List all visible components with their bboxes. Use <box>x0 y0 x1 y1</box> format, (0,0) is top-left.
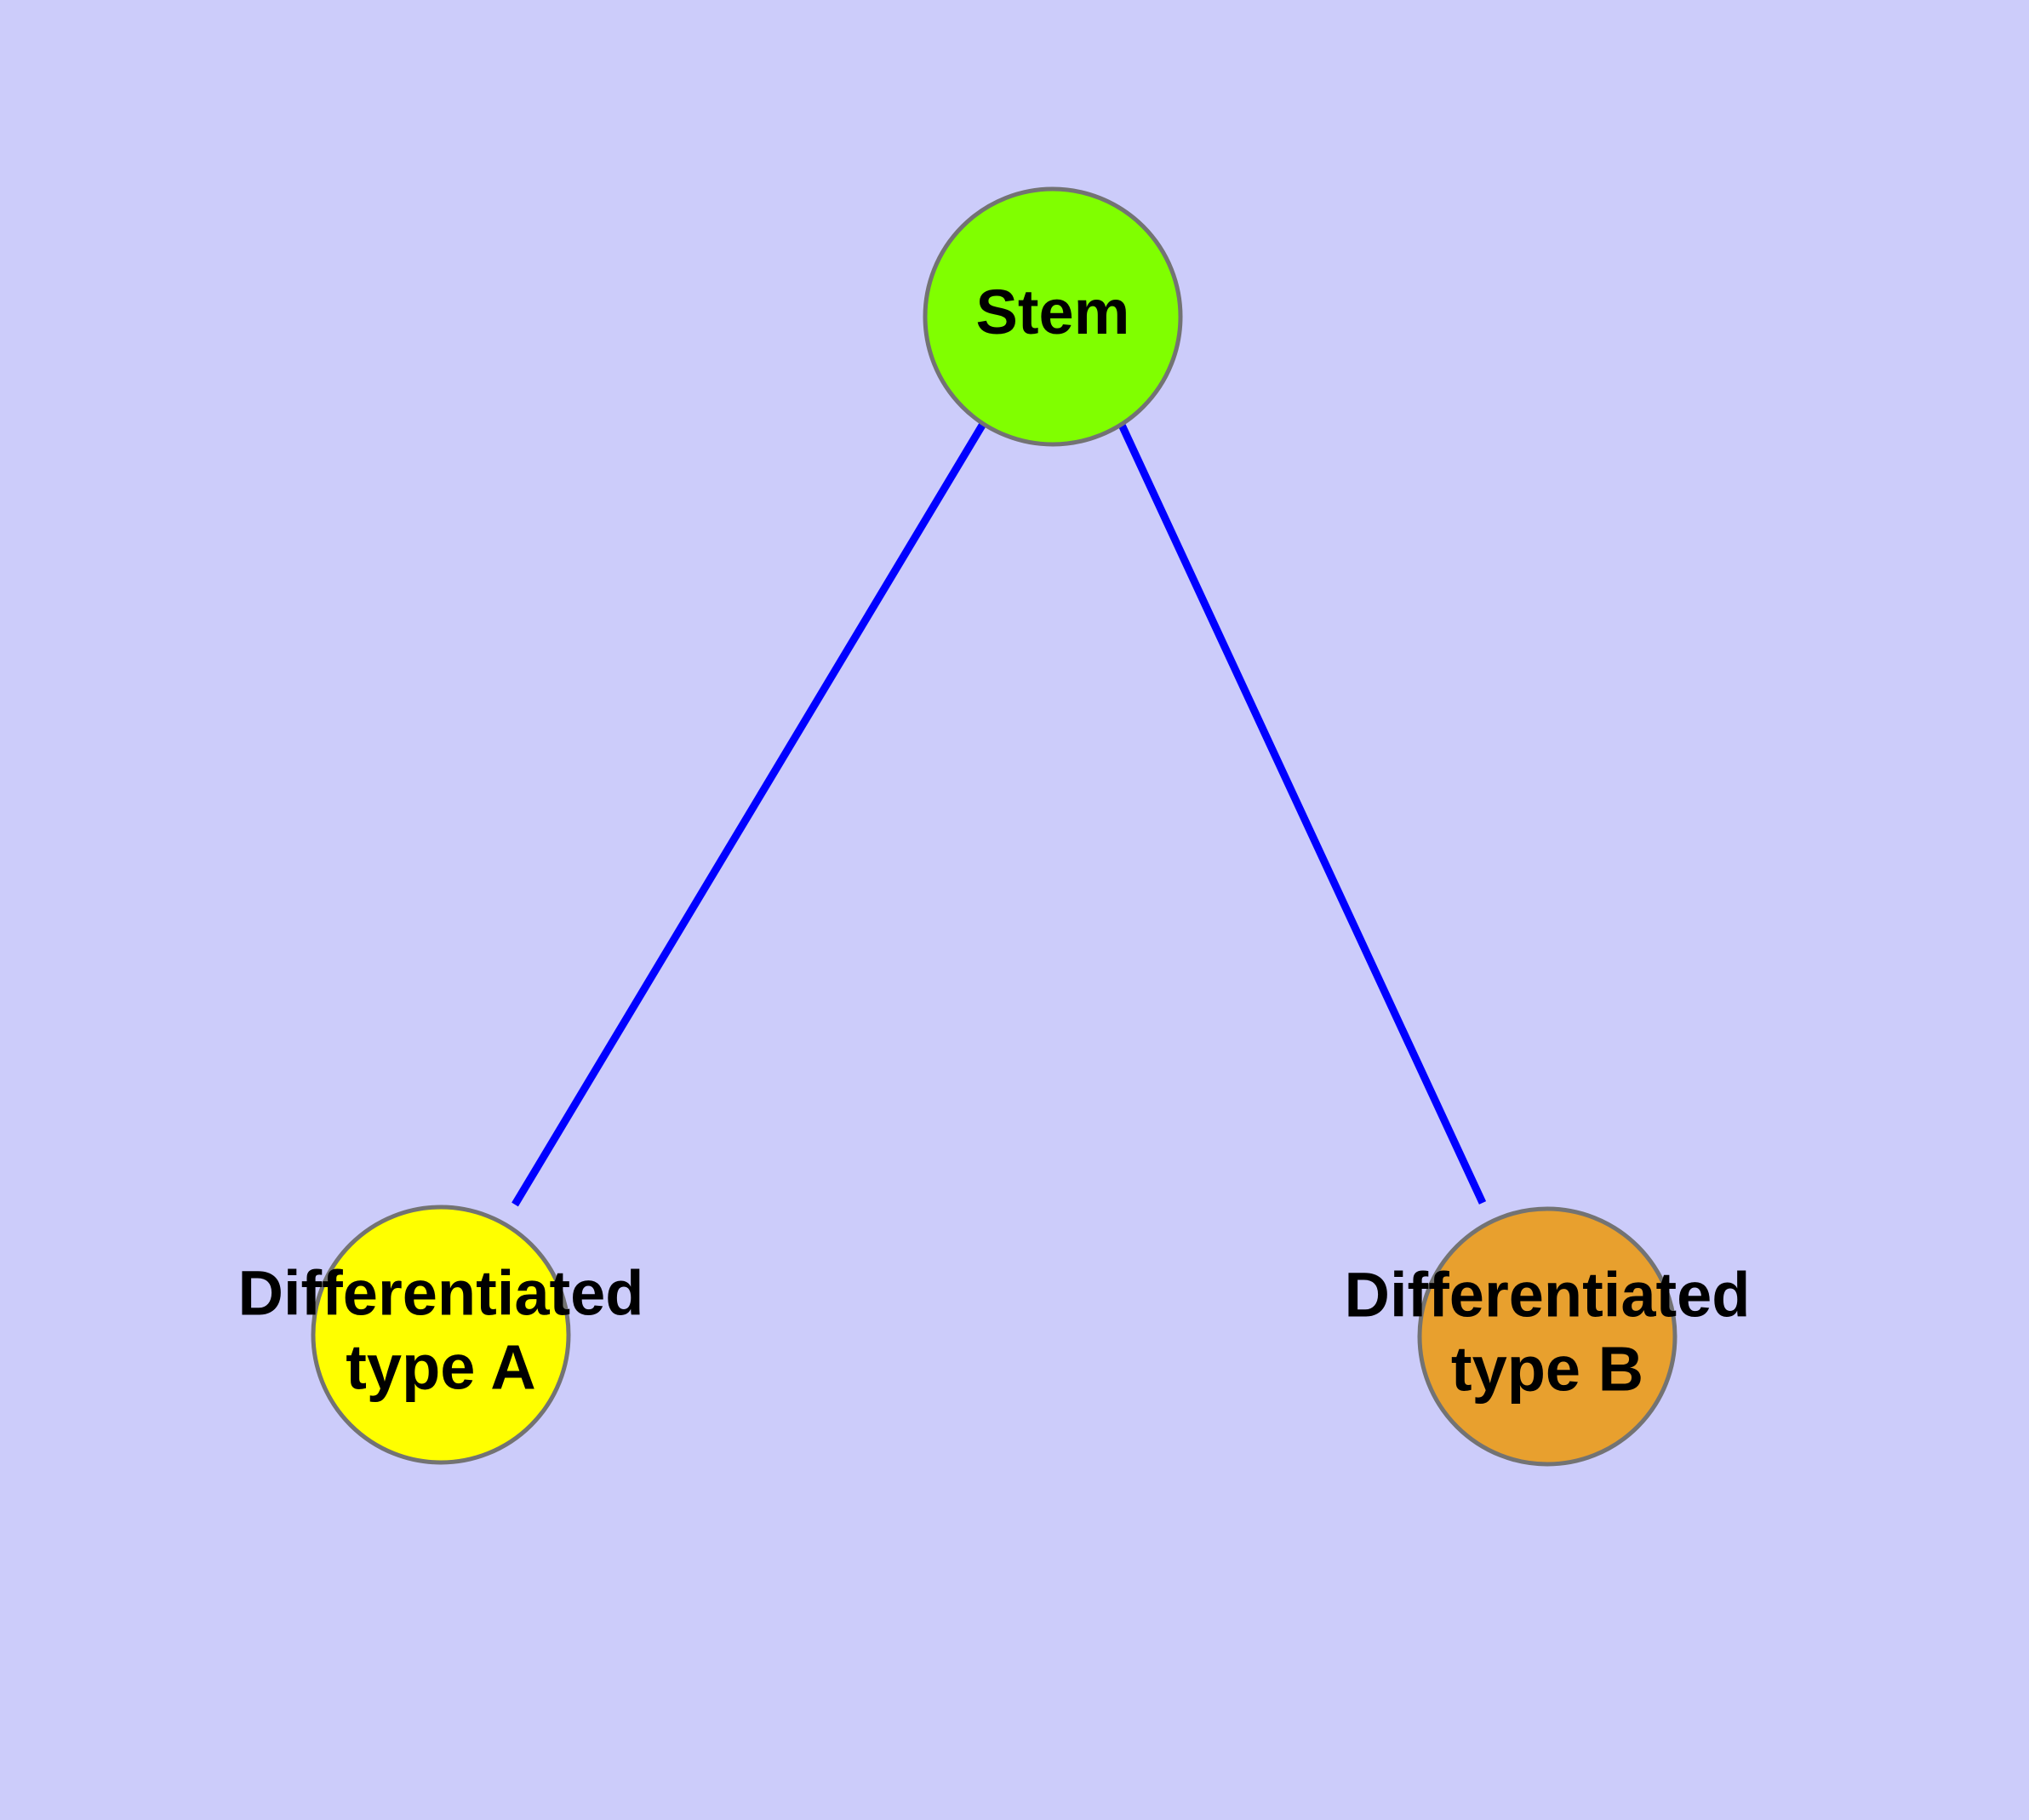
graph-node-diff_b[interactable] <box>1417 1206 1677 1467</box>
graph-node-label-stem: Stem <box>976 277 1130 347</box>
label-line: Differentiated <box>238 1257 644 1328</box>
label-line: Stem <box>976 277 1130 347</box>
graph-node-diff_a[interactable] <box>311 1205 571 1465</box>
label-line: Differentiated <box>1345 1259 1751 1330</box>
graph-node-stem[interactable] <box>923 186 1183 447</box>
graph-edge-stem-to-diff-a <box>512 421 986 1207</box>
edge-layer <box>512 421 1487 1207</box>
graph-edge-stem-to-diff-b <box>1117 421 1487 1205</box>
label-line: type B <box>1451 1333 1643 1404</box>
label-line: type A <box>346 1331 535 1402</box>
node-layer <box>311 186 1677 1467</box>
